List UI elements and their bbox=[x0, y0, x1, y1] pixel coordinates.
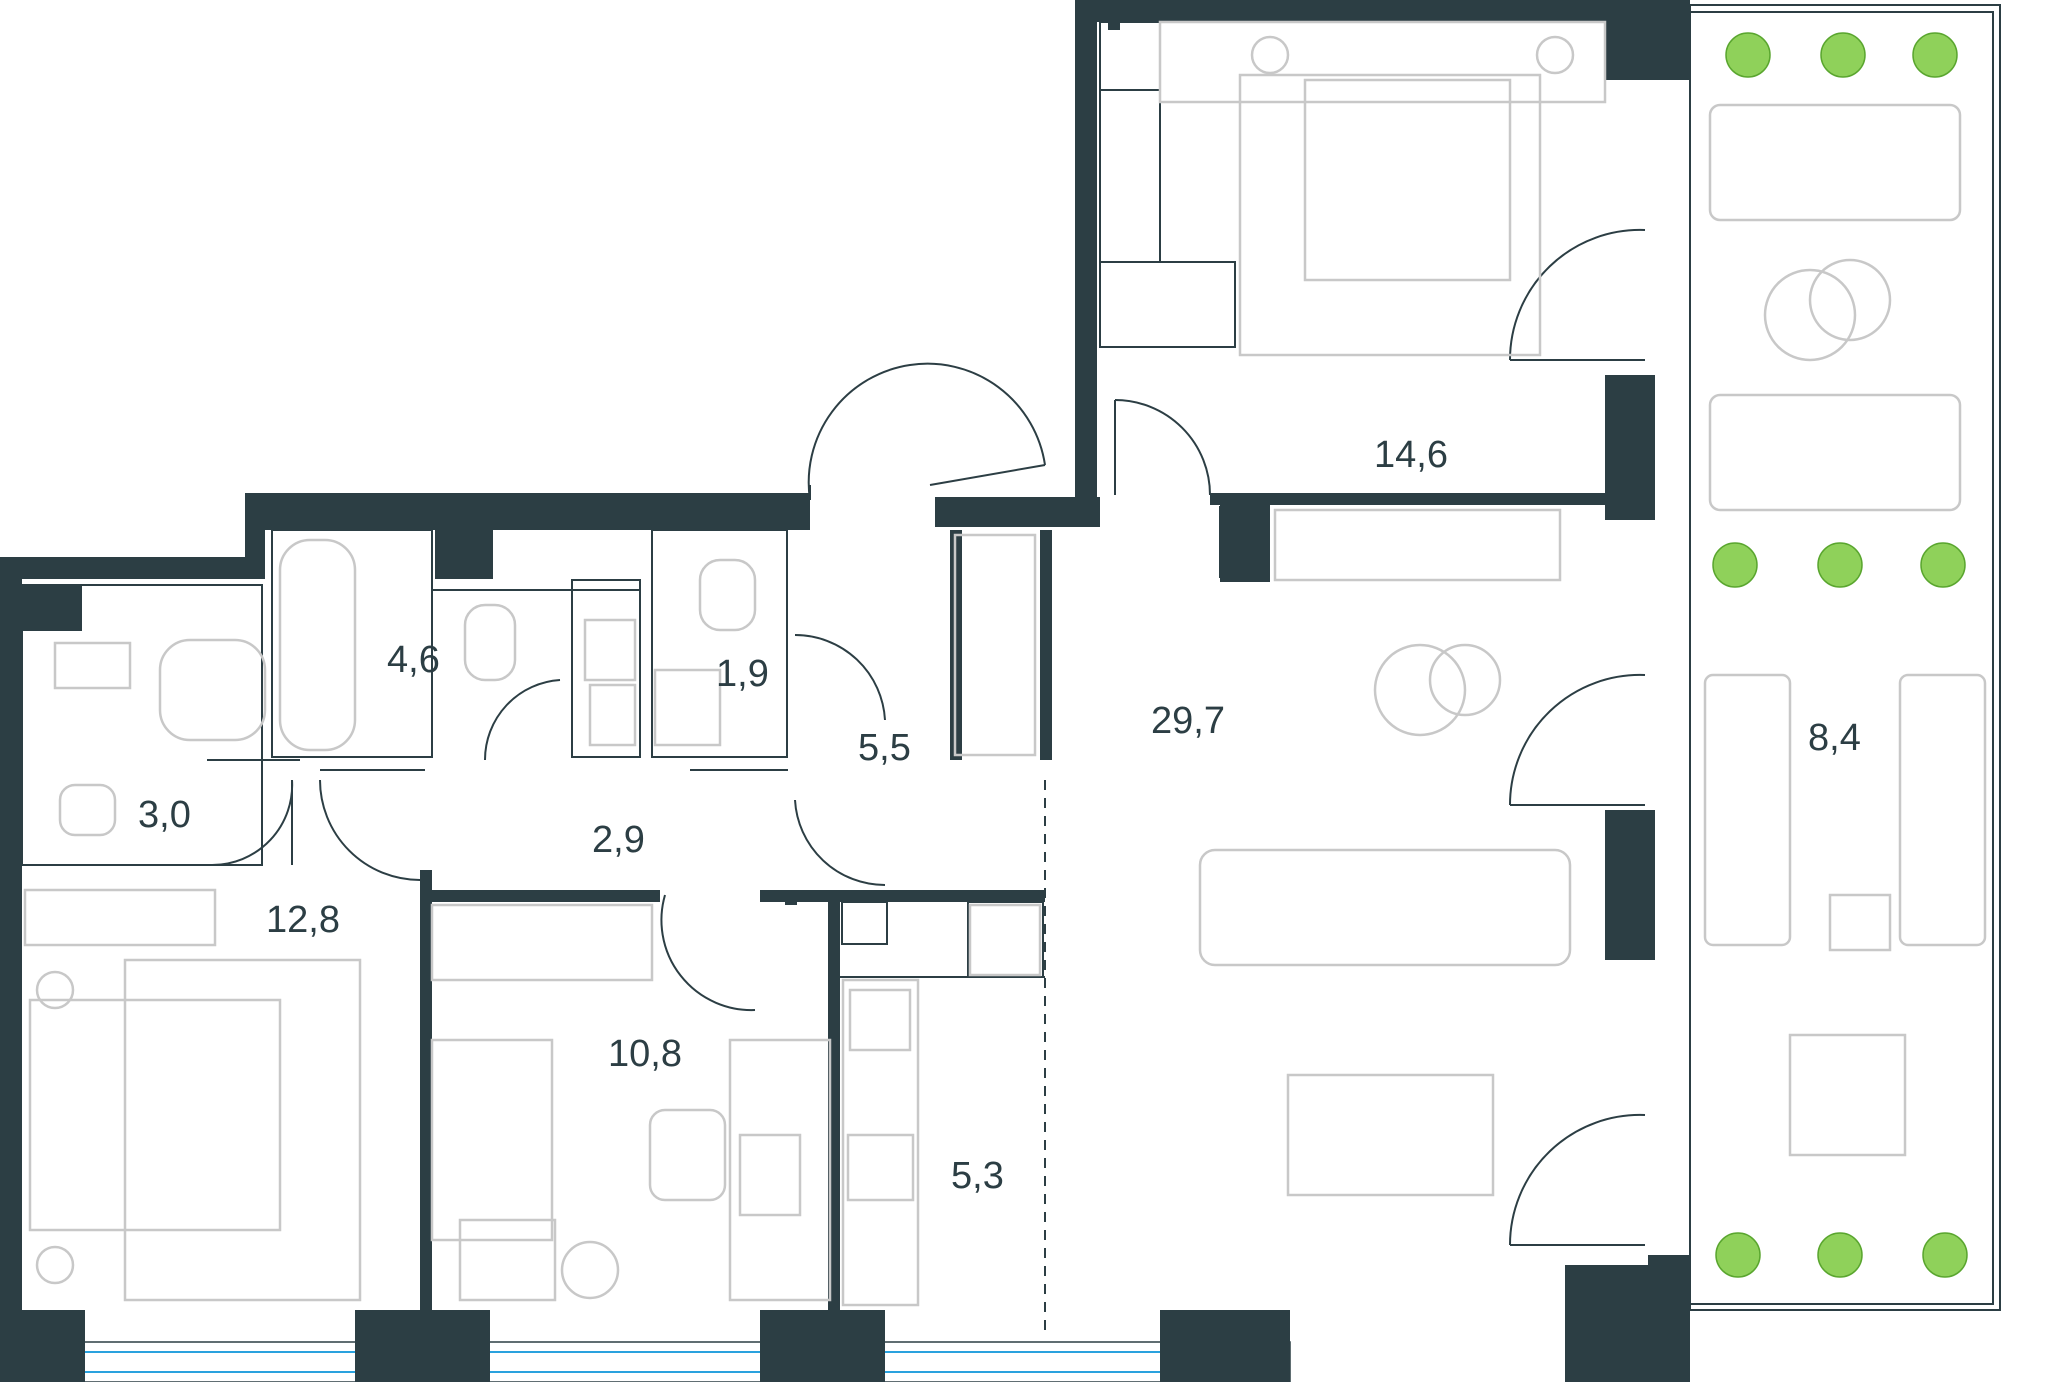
area-label-bathroom-tub: 4,6 bbox=[387, 639, 440, 681]
area-label-living-room: 29,7 bbox=[1151, 700, 1225, 742]
area-label-kitchen: 5,3 bbox=[951, 1155, 1004, 1197]
walls bbox=[0, 0, 1690, 1382]
area-label-corridor: 2,9 bbox=[592, 819, 645, 861]
area-label-master-bedroom: 14,6 bbox=[1374, 434, 1448, 476]
area-labels: 3,0 4,6 1,9 5,5 2,9 12,8 10,8 5,3 29,7 1… bbox=[138, 434, 1861, 1197]
window-strip-bottom bbox=[19, 1341, 1291, 1382]
furniture bbox=[23, 20, 1987, 1307]
area-label-wc: 1,9 bbox=[716, 653, 769, 695]
partitions bbox=[21, 21, 1261, 1335]
area-label-bathroom-small: 3,0 bbox=[138, 794, 191, 836]
terrace-plants bbox=[1712, 32, 1968, 1278]
area-label-bedroom-middle: 10,8 bbox=[608, 1033, 682, 1075]
terrace-outline bbox=[1689, 4, 2001, 1311]
doors bbox=[211, 228, 1646, 1246]
area-label-hall-entry: 5,5 bbox=[858, 727, 911, 769]
area-label-terrace: 8,4 bbox=[1808, 717, 1861, 759]
area-label-bedroom-left: 12,8 bbox=[266, 899, 340, 941]
